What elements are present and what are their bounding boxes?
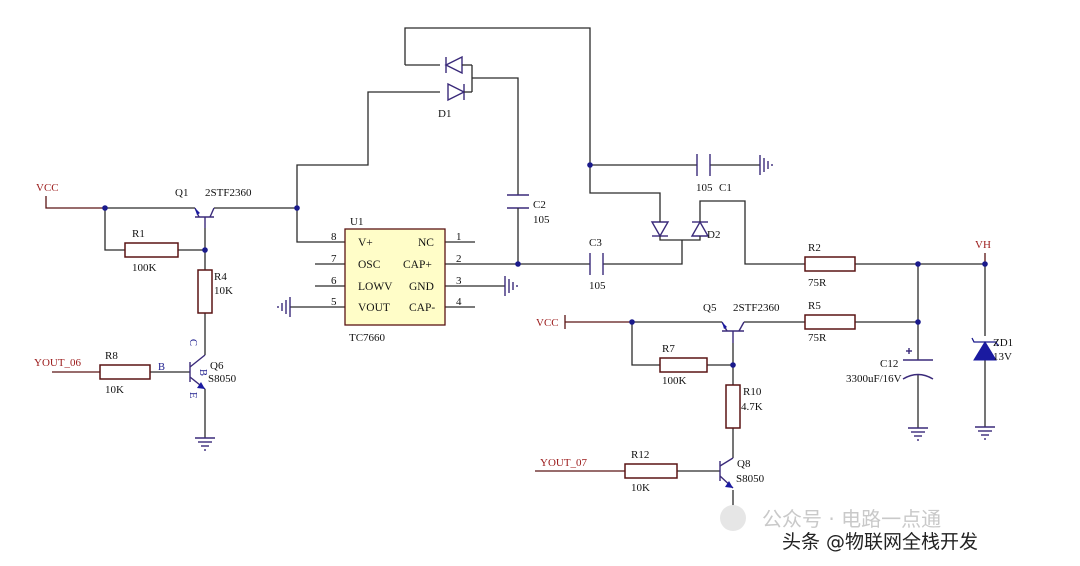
transistor-q5: Q5 2STF2360: [703, 302, 780, 343]
q5-ref: Q5: [703, 302, 717, 314]
watermark: 公众号 · 电路一点通 头条 @物联网全栈开发: [720, 505, 978, 553]
r2-ref: R2: [808, 242, 821, 254]
d1-ref: D1: [438, 108, 451, 120]
r12-ref: R12: [631, 449, 649, 461]
r8-value: 10K: [105, 384, 124, 396]
c3-ref: C3: [589, 237, 602, 249]
q6-emitter-label: E: [187, 392, 198, 398]
c3-value: 105: [589, 280, 606, 292]
d2-ref: D2: [707, 229, 720, 241]
q8-part: S8050: [736, 473, 765, 485]
ground-symbols: [195, 155, 995, 525]
q6-part: S8050: [208, 373, 237, 385]
q6-base-label: B: [158, 362, 165, 373]
zd1-value: 13V: [993, 351, 1012, 363]
watermark-line1: 公众号 · 电路一点通: [762, 507, 941, 531]
r5-ref: R5: [808, 300, 821, 312]
ground-icon: [759, 155, 773, 175]
q6-ref: Q6: [210, 360, 224, 372]
u1-ref: U1: [350, 216, 363, 228]
resistor-r8: R8 10K: [99, 350, 151, 396]
resistor-r2: R2 75R: [804, 242, 856, 289]
q5-part: 2STF2360: [733, 302, 780, 314]
r2-value: 75R: [808, 277, 827, 289]
u1-pin3-name: GND: [409, 281, 434, 293]
transistor-q1: Q1 2STF2360: [175, 187, 252, 228]
u1-pin7-name: OSC: [358, 259, 381, 271]
resistor-r7: R7 100K: [659, 343, 708, 387]
watermark-line2: 头条 @物联网全栈开发: [782, 531, 978, 553]
zd1-ref: ZD1: [993, 337, 1013, 349]
u1-pin3-num: 3: [456, 275, 462, 287]
c1-ref: C1: [719, 182, 732, 194]
r1-value: 100K: [132, 262, 157, 274]
wechat-icon: [720, 505, 746, 531]
junction-dots: [102, 162, 988, 368]
c2-value: 105: [533, 214, 550, 226]
capacitor-c3: C3 105: [589, 237, 606, 292]
u1-pin5-name: VOUT: [358, 302, 390, 314]
q8-ref: Q8: [737, 458, 751, 470]
c12-value: 3300uF/16V: [846, 373, 902, 385]
ground-icon: [195, 437, 215, 451]
net-vcc-right: VCC: [536, 317, 559, 329]
q1-part: 2STF2360: [205, 187, 252, 199]
r4-value: 10K: [214, 285, 233, 297]
resistor-r1: R1 100K: [124, 228, 179, 274]
u1-pin7-num: 7: [331, 253, 337, 265]
q6-b-mark: B: [197, 369, 208, 376]
diode-d2: D2: [650, 215, 720, 241]
diode-d1: D1: [438, 55, 472, 120]
u1-pin6-name: LOWV: [358, 281, 393, 293]
net-labels: VCC VCC VH YOUT_06 YOUT_07: [34, 182, 991, 469]
r5-value: 75R: [808, 332, 827, 344]
resistor-r4: R4 10K: [197, 269, 233, 314]
c1-value: 105: [696, 182, 713, 194]
r8-ref: R8: [105, 350, 118, 362]
u1-pin2-name: CAP+: [403, 259, 432, 271]
resistor-r5: R5 75R: [804, 300, 856, 344]
resistor-r12: R12 10K: [624, 449, 678, 494]
r1-ref: R1: [132, 228, 145, 240]
r10-ref: R10: [743, 386, 762, 398]
capacitor-c12: C12 3300uF/16V: [846, 348, 934, 385]
ground-icon: [908, 427, 928, 441]
r7-value: 100K: [662, 375, 687, 387]
transistor-q6: Q6 S8050 B C E B: [158, 339, 237, 398]
resistor-r10: R10 4.7K: [725, 384, 763, 429]
net-vcc-left: VCC: [36, 182, 59, 194]
r7-ref: R7: [662, 343, 675, 355]
ic-u1: U1 TC7660 8 V+ 7 OSC 6 LOWV 5 VOUT 1 NC …: [331, 216, 462, 344]
capacitor-c1: 105 C1: [696, 154, 732, 194]
r12-value: 10K: [631, 482, 650, 494]
zener-diode-zd1: ZD1 13V: [971, 337, 1013, 363]
u1-pin2-num: 2: [456, 253, 462, 265]
u1-pin8-num: 8: [331, 231, 337, 243]
ground-icon: [504, 276, 518, 296]
ground-icon: [277, 297, 291, 317]
u1-pin4-num: 4: [456, 296, 462, 308]
transistor-q8: Q8 S8050: [719, 457, 765, 489]
u1-pin1-num: 1: [456, 231, 462, 243]
q6-collector-label: C: [187, 339, 198, 346]
u1-pin8-name: V+: [358, 237, 373, 249]
u1-part: TC7660: [349, 332, 386, 344]
q1-ref: Q1: [175, 187, 188, 199]
c12-ref: C12: [880, 358, 898, 370]
r10-value: 4.7K: [741, 401, 763, 413]
wires: [45, 27, 986, 512]
capacitor-c2: C2 105: [507, 194, 550, 226]
net-yout-07: YOUT_07: [540, 457, 588, 469]
u1-pin5-num: 5: [331, 296, 337, 308]
net-vh: VH: [975, 239, 991, 251]
u1-pin4-name: CAP-: [409, 302, 435, 314]
ground-icon: [975, 426, 995, 440]
u1-pin1-name: NC: [418, 237, 434, 249]
net-yout-06: YOUT_06: [34, 357, 82, 369]
u1-pin6-num: 6: [331, 275, 337, 287]
c2-ref: C2: [533, 199, 546, 211]
r4-ref: R4: [214, 271, 227, 283]
